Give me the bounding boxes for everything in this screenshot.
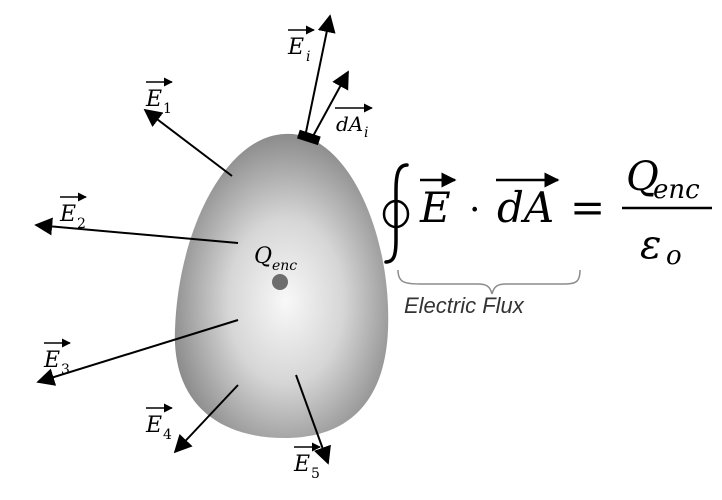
label-e1-main: E [145, 87, 162, 112]
gauss-law-equation: E · dA = Q enc ε o [382, 154, 712, 271]
equation-numerator: Q [626, 154, 659, 200]
label-e2-sub: 2 [77, 216, 86, 232]
equation-da: dA [497, 183, 554, 232]
label-e5-main: E [293, 452, 310, 477]
field-vector-e5 [295, 374, 331, 465]
equation-equals: = [570, 183, 605, 232]
equation-denominator: ε [640, 222, 661, 268]
label-e3-main: E [43, 348, 60, 373]
label-qenc-main: Q [254, 244, 272, 269]
label-e4-sub: 4 [163, 427, 172, 443]
label-ei: E i [287, 25, 315, 65]
label-dai-main: dA [336, 112, 363, 136]
label-ei-sub: i [306, 49, 310, 65]
field-vectors [34, 14, 349, 465]
equation-denominator-sub: o [666, 241, 682, 271]
electric-flux-brace [397, 269, 581, 295]
label-dai-sub: i [364, 125, 368, 141]
equation-e: E [419, 183, 451, 232]
label-e3: E 3 [43, 338, 71, 378]
label-e4: E 4 [145, 403, 173, 443]
label-qenc-sub: enc [272, 258, 297, 274]
equation-dot: · [469, 190, 480, 231]
vector-labels: E 1 E 2 E 3 E 4 E 5 E i [43, 25, 373, 482]
electric-flux-label: Electric Flux [404, 293, 525, 318]
field-vector-ei [304, 14, 336, 138]
label-e1-sub: 1 [163, 101, 172, 117]
area-vector-dai [311, 70, 349, 139]
field-vector-e4 [173, 384, 239, 454]
label-e5-sub: 5 [311, 466, 320, 482]
field-vector-e2 [34, 217, 239, 244]
label-qenc: Q enc [254, 244, 297, 274]
label-e2: E 2 [59, 192, 87, 232]
label-dai: dA i [335, 103, 373, 141]
equation-numerator-sub: enc [653, 175, 700, 205]
field-vector-e1 [143, 108, 233, 177]
label-ei-main: E [287, 35, 304, 60]
label-e5: E 5 [293, 442, 321, 482]
label-e3-sub: 3 [61, 362, 70, 378]
closed-integral-symbol [382, 163, 410, 264]
field-vector-e3 [36, 319, 239, 386]
label-e1: E 1 [145, 77, 173, 117]
area-element [296, 129, 321, 146]
label-e4-main: E [145, 413, 162, 438]
enclosed-charge [272, 274, 288, 290]
label-e2-main: E [59, 202, 76, 227]
